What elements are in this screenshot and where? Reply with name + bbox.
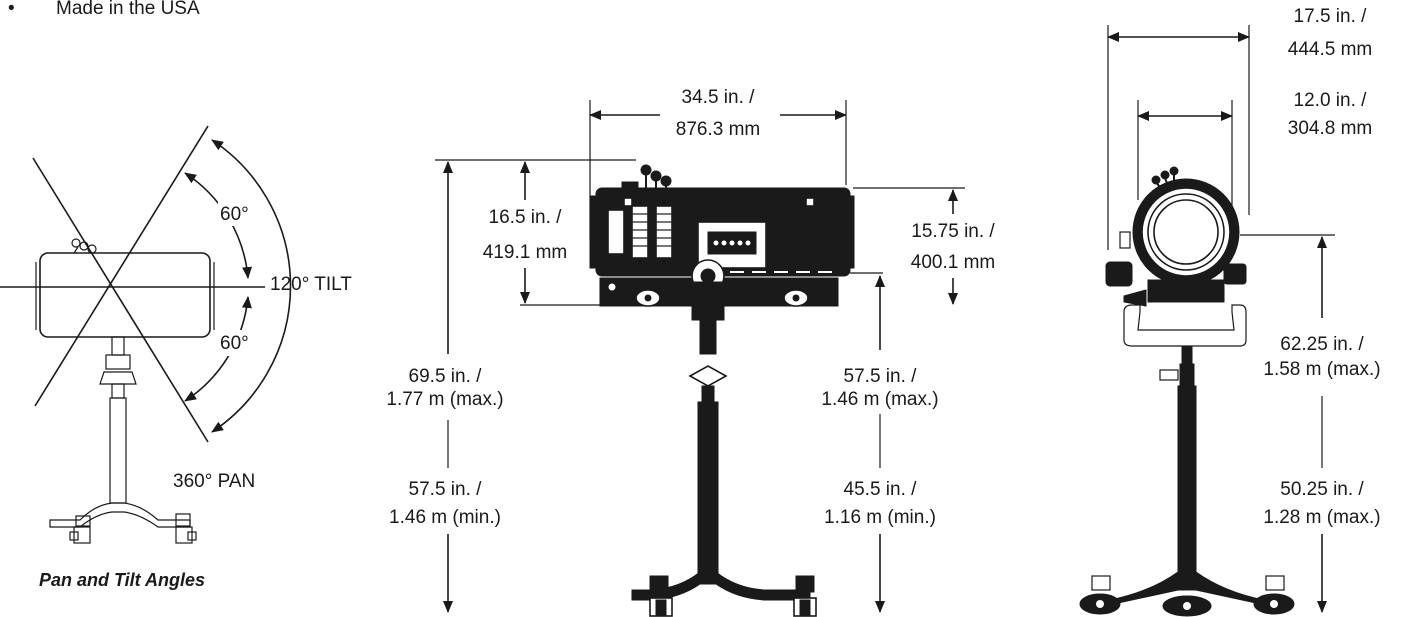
front-view-fixture [1105,166,1247,365]
side-overall-min-m-label: 1.46 m (min.) [389,507,501,528]
pan-tilt-fixture-outline [35,238,215,544]
side-view-fixture [589,164,855,321]
side-height-in-label: 16.5 in. / [489,207,563,228]
arc-120-tilt [211,139,292,433]
side-overall-max-m-label: 1.77 m (max.) [386,389,503,410]
side-center-min-in-label: 45.5 in. / [844,479,918,500]
tilt-line-down [32,157,209,443]
side-view-figure: 34.5 in. / 876.3 mm 16.5 in. / 419.1 mm … [386,87,995,617]
side-width-mm-label: 876.3 mm [676,119,760,140]
front-view-figure: 17.5 in. / 444.5 mm 12.0 in. / 304.8 mm … [1079,6,1381,617]
angle-60-upper-label: 60° [220,204,249,225]
front-lens-mm-label: 304.8 mm [1288,118,1372,139]
side-center-max-m-label: 1.46 m (max.) [821,389,938,410]
front-lens-in-label: 12.0 in. / [1294,90,1368,111]
side-view-stand [631,319,817,617]
front-center-max-m-label: 1.58 m (max.) [1263,359,1380,380]
side-body-height-in-label: 15.75 in. / [911,221,995,242]
side-height-mm-label: 419.1 mm [483,242,567,263]
tilt-line-up [34,125,209,407]
side-overall-max-in-label: 69.5 in. / [409,366,483,387]
front-center-max-in-label: 62.25 in. / [1280,334,1364,355]
side-overall-min-in-label: 57.5 in. / [409,479,483,500]
side-width-in-label: 34.5 in. / [682,87,756,108]
angle-60-lower-label: 60° [220,333,249,354]
side-body-height-mm-label: 400.1 mm [911,252,995,273]
arc-60-lower [184,296,252,402]
front-lower-in-label: 50.25 in. / [1280,479,1364,500]
front-width-in-label: 17.5 in. / [1294,6,1368,27]
side-center-min-m-label: 1.16 m (min.) [824,507,936,528]
pan-tilt-caption: Pan and Tilt Angles [39,570,205,590]
pan-tilt-figure: 60° 60° 120° TILT 360° PAN Pan and Tilt … [0,125,352,590]
pan-label: 360° PAN [173,471,255,492]
front-width-mm-label: 444.5 mm [1288,39,1372,60]
tilt-label: 120° TILT [270,274,352,295]
bullet-point: • [8,0,15,19]
side-center-max-in-label: 57.5 in. / [844,366,918,387]
front-lower-m-label: 1.28 m (max.) [1263,507,1380,528]
made-in-usa-text: Made in the USA [56,0,200,19]
front-view-stand [1079,363,1295,617]
